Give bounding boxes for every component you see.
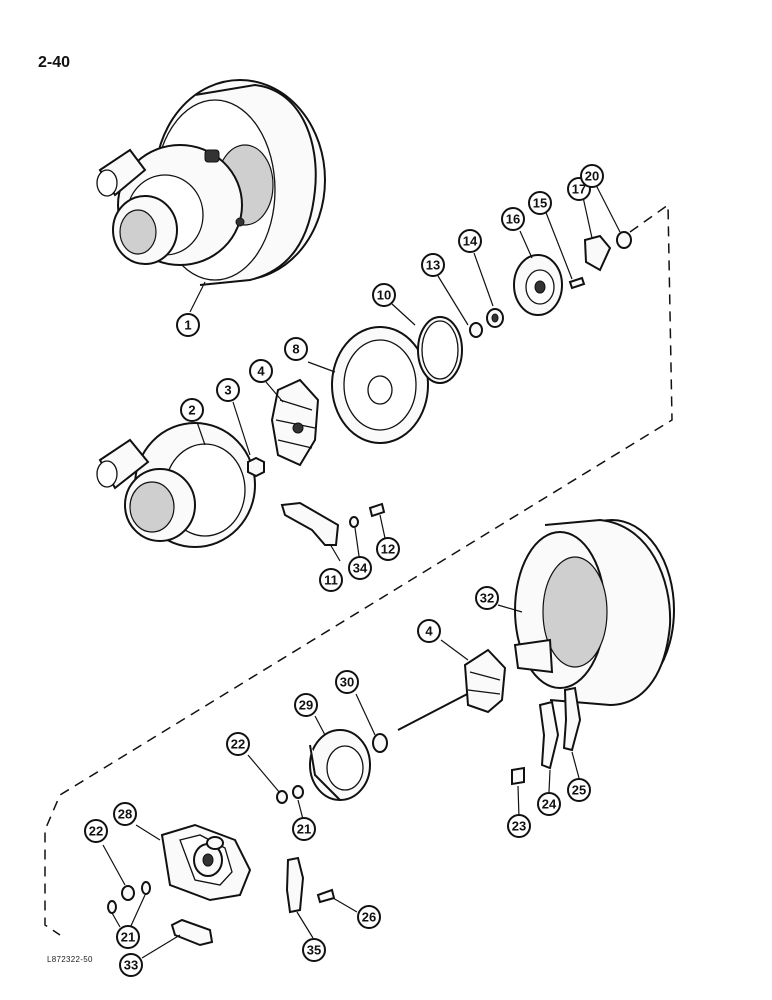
ring-30 xyxy=(372,733,388,753)
callout-26: 26 xyxy=(357,905,381,929)
callout-15: 15 xyxy=(528,191,552,215)
callout-25: 25 xyxy=(567,778,591,802)
plate-11 xyxy=(280,501,340,546)
svg-text:21: 21 xyxy=(297,822,311,837)
figure-code: L872322-50 xyxy=(47,955,93,964)
back-plate-icon xyxy=(331,326,429,444)
svg-text:22: 22 xyxy=(231,737,245,752)
svg-text:2: 2 xyxy=(188,403,195,418)
svg-text:35: 35 xyxy=(307,943,321,958)
callout-1: 1 xyxy=(176,313,200,337)
svg-text:32: 32 xyxy=(480,591,494,606)
callout-14: 14 xyxy=(458,229,482,253)
svg-text:24: 24 xyxy=(542,797,557,812)
callout-22-upper: 22 xyxy=(226,732,250,756)
bearing-housing-icon xyxy=(160,823,252,902)
callout-4-lower: 4 xyxy=(417,619,441,643)
callout-32: 32 xyxy=(475,586,499,610)
ring-13 xyxy=(469,322,483,338)
svg-text:21: 21 xyxy=(121,930,135,945)
callout-20: 20 xyxy=(580,164,604,188)
svg-text:11: 11 xyxy=(324,573,338,588)
svg-text:14: 14 xyxy=(463,234,478,249)
plate-25 xyxy=(562,686,582,752)
bolt-12 xyxy=(368,502,386,518)
callout-29: 29 xyxy=(294,693,318,717)
turbine-housing-icon xyxy=(513,518,675,707)
svg-text:20: 20 xyxy=(585,169,599,184)
callout-28: 28 xyxy=(113,802,137,826)
callout-12: 12 xyxy=(376,537,400,561)
plate-24 xyxy=(538,700,560,770)
svg-text:25: 25 xyxy=(572,783,586,798)
svg-text:3: 3 xyxy=(224,383,231,398)
turbocharger-assembly-icon xyxy=(96,79,326,286)
page-number: 2-40 xyxy=(38,54,71,71)
callout-33: 33 xyxy=(119,953,143,977)
callout-13: 13 xyxy=(421,253,445,277)
svg-text:16: 16 xyxy=(506,212,520,227)
plate-35 xyxy=(285,856,305,914)
svg-text:8: 8 xyxy=(292,342,299,357)
svg-text:13: 13 xyxy=(426,258,440,273)
callout-16: 16 xyxy=(501,207,525,231)
callout-2: 2 xyxy=(180,398,204,422)
screw-15 xyxy=(568,276,586,290)
svg-text:34: 34 xyxy=(353,561,368,576)
nut-3 xyxy=(247,456,265,478)
svg-text:15: 15 xyxy=(533,196,547,211)
svg-text:12: 12 xyxy=(381,542,395,557)
bracket-17 xyxy=(583,234,612,272)
callout-35: 35 xyxy=(302,938,326,962)
ring-22-lower xyxy=(121,885,135,901)
ring-21-lower xyxy=(107,900,117,914)
svg-text:28: 28 xyxy=(118,807,132,822)
callout-22-lower: 22 xyxy=(84,819,108,843)
leader-lines xyxy=(102,184,621,959)
svg-text:22: 22 xyxy=(89,824,103,839)
svg-text:33: 33 xyxy=(124,958,138,973)
callout-21-upper: 21 xyxy=(292,817,316,841)
gasket-33 xyxy=(170,918,214,947)
callout-4-upper: 4 xyxy=(249,359,273,383)
callout-10: 10 xyxy=(372,283,396,307)
ring-21-upper xyxy=(292,785,304,799)
bolt-23 xyxy=(511,766,525,786)
svg-text:26: 26 xyxy=(362,910,376,925)
callout-30: 30 xyxy=(335,670,359,694)
washer-34 xyxy=(349,516,359,528)
svg-text:4: 4 xyxy=(425,624,433,639)
nut-20 xyxy=(616,231,632,249)
svg-text:23: 23 xyxy=(512,819,526,834)
callout-34: 34 xyxy=(348,556,372,580)
compressor-wheel-icon xyxy=(270,378,320,467)
svg-text:29: 29 xyxy=(299,698,313,713)
callout-24: 24 xyxy=(537,792,561,816)
dashed-assembly-line xyxy=(44,203,673,936)
turbine-wheel-shaft-icon xyxy=(397,648,507,731)
callout-8: 8 xyxy=(284,337,308,361)
svg-text:4: 4 xyxy=(257,364,265,379)
thrust-plate-icon xyxy=(513,254,563,316)
callout-3: 3 xyxy=(216,378,240,402)
bolt-26 xyxy=(316,888,336,904)
svg-text:17: 17 xyxy=(572,182,586,197)
svg-text:10: 10 xyxy=(377,288,391,303)
compressor-housing-icon xyxy=(96,422,256,548)
svg-text:30: 30 xyxy=(340,675,354,690)
callout-21-lower: 21 xyxy=(116,925,140,949)
ring-22-upper xyxy=(276,790,288,804)
callout-11: 11 xyxy=(319,568,343,592)
heat-shield-icon xyxy=(309,729,371,801)
callout-23: 23 xyxy=(507,814,531,838)
svg-text:1: 1 xyxy=(184,318,191,333)
ring-21-lower-b xyxy=(141,881,151,895)
